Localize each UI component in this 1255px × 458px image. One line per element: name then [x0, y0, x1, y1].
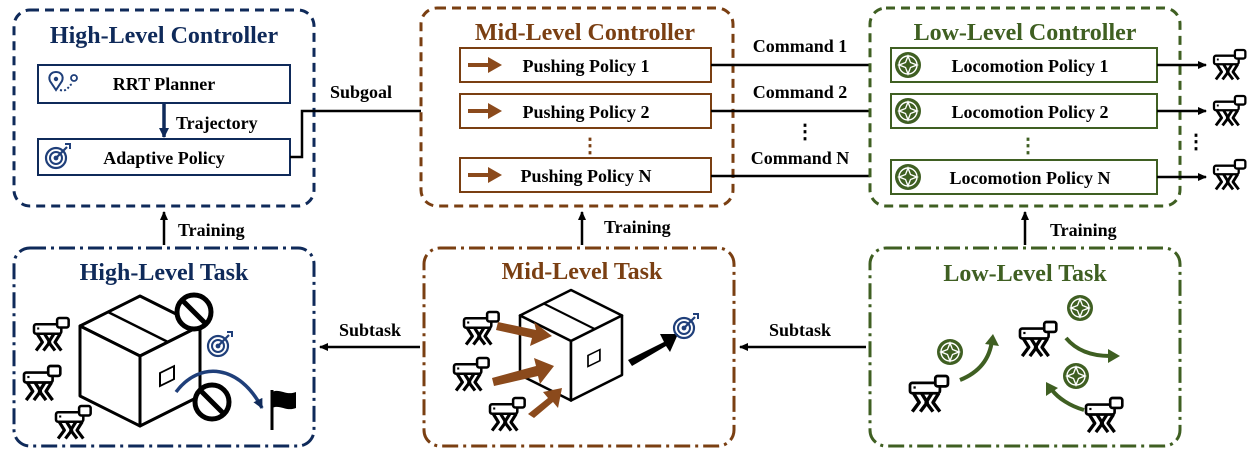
subtask-label: Subtask: [769, 320, 831, 340]
robot-ellipsis: ⋮: [1186, 131, 1206, 153]
robot-outputs: ⋮: [1157, 48, 1247, 191]
training-label: Training: [604, 217, 671, 237]
low-level-controller: Low-Level Controller Locomotion Policy 1…: [868, 6, 1182, 208]
training-label: Training: [1050, 220, 1117, 240]
compass-icon: [1062, 362, 1090, 390]
rrt-planner-label: RRT Planner: [113, 74, 216, 94]
locomotion-policy-1: Locomotion Policy 1: [890, 47, 1158, 83]
subtask-label: Subtask: [339, 320, 401, 340]
motion-arrow: [1064, 336, 1111, 358]
locomotion-policy-label: Locomotion Policy 2: [952, 102, 1109, 122]
compass-icon: [1066, 294, 1094, 322]
locomotion-policy-2: Locomotion Policy 2: [890, 93, 1158, 129]
subtask-links: Subtask Subtask: [319, 320, 866, 351]
robot-dog-icon: [1212, 94, 1247, 127]
compass-icon: [894, 97, 922, 125]
pushing-policy-n: Pushing Policy N: [459, 157, 712, 193]
low-level-task: Low-Level Task: [868, 246, 1182, 448]
adaptive-policy-label: Adaptive Policy: [103, 148, 225, 168]
command-label: Command 2: [753, 82, 848, 102]
locomotion-policy-label: Locomotion Policy N: [950, 168, 1111, 188]
mid-level-task: Mid-Level Task: [422, 246, 736, 448]
subgoal-label: Subgoal: [330, 82, 392, 102]
arrow-icon: [528, 388, 562, 418]
pushing-policy-label: Pushing Policy 2: [522, 102, 649, 122]
pushing-policy-label: Pushing Policy 1: [522, 56, 649, 76]
adaptive-policy-block: Adaptive Policy: [37, 138, 291, 176]
high-task-title: High-Level Task: [80, 260, 249, 286]
arrow-icon: [628, 334, 678, 366]
no-entry-icon: [195, 385, 229, 419]
locomotion-policy-n: Locomotion Policy N: [890, 159, 1158, 195]
robot-dog-icon: [1212, 158, 1247, 191]
compass-icon: [894, 163, 922, 191]
pushing-policy-label: Pushing Policy N: [520, 166, 651, 186]
command-links: Command 1 Command 2 ⋮ Command N: [711, 36, 890, 180]
box-icon: [518, 288, 624, 402]
training-links: Training Training Training: [160, 211, 1117, 245]
path-curve: [174, 369, 264, 409]
arrow-icon: [492, 358, 554, 386]
mid-level-controller: Mid-Level Controller Pushing Policy 1 Pu…: [419, 6, 735, 208]
mid-task-title: Mid-Level Task: [502, 259, 663, 285]
flag-icon: [270, 390, 296, 430]
compass-icon: [936, 338, 964, 366]
mid-ellipsis: ⋮: [580, 135, 600, 157]
pushing-policy-2: Pushing Policy 2: [459, 93, 712, 129]
arrow-icon: [496, 322, 552, 346]
low-ellipsis: ⋮: [1018, 135, 1038, 157]
command-label: Command N: [751, 148, 850, 168]
low-controller-title: Low-Level Controller: [914, 20, 1137, 46]
no-entry-icon: [177, 295, 211, 329]
rrt-planner-block: RRT Planner: [37, 64, 291, 104]
high-controller-title: High-Level Controller: [50, 23, 279, 49]
map-route-icon: [48, 70, 78, 92]
robot-dog-icon: [1212, 48, 1247, 81]
pushing-policy-1: Pushing Policy 1: [459, 47, 712, 83]
training-label: Training: [178, 220, 245, 240]
mid-controller-title: Mid-Level Controller: [475, 20, 696, 46]
high-level-task: High-Level Task: [12, 246, 316, 448]
compass-icon: [894, 51, 922, 79]
locomotion-policy-label: Locomotion Policy 1: [952, 56, 1109, 76]
command-ellipsis: ⋮: [795, 121, 815, 143]
command-label: Command 1: [753, 36, 848, 56]
low-task-title: Low-Level Task: [943, 261, 1107, 287]
high-level-controller: High-Level Controller RRT Planner Trajec…: [12, 8, 316, 208]
motion-arrow: [1050, 388, 1085, 412]
trajectory-label: Trajectory: [176, 113, 258, 133]
